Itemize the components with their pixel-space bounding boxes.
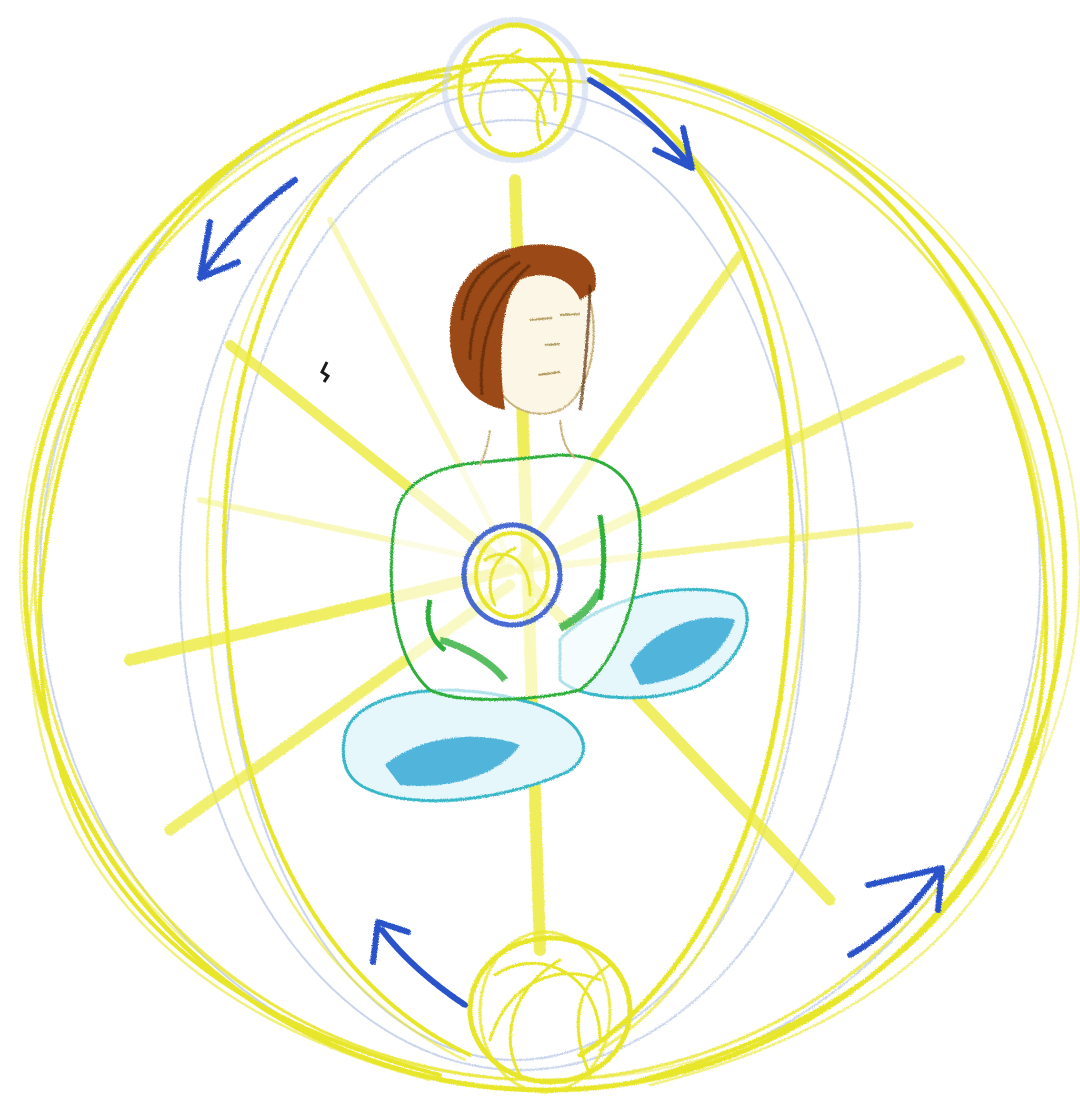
arrow-top-right-icon bbox=[590, 80, 692, 168]
sphere-meridian-far-right bbox=[610, 65, 1046, 1080]
sphere-meridian-far-right-2 bbox=[620, 75, 1056, 1085]
arrow-bottom-right-icon bbox=[850, 868, 942, 955]
arrow-bottom-left-icon bbox=[373, 922, 465, 1005]
stray-crayon-mark bbox=[322, 362, 328, 382]
